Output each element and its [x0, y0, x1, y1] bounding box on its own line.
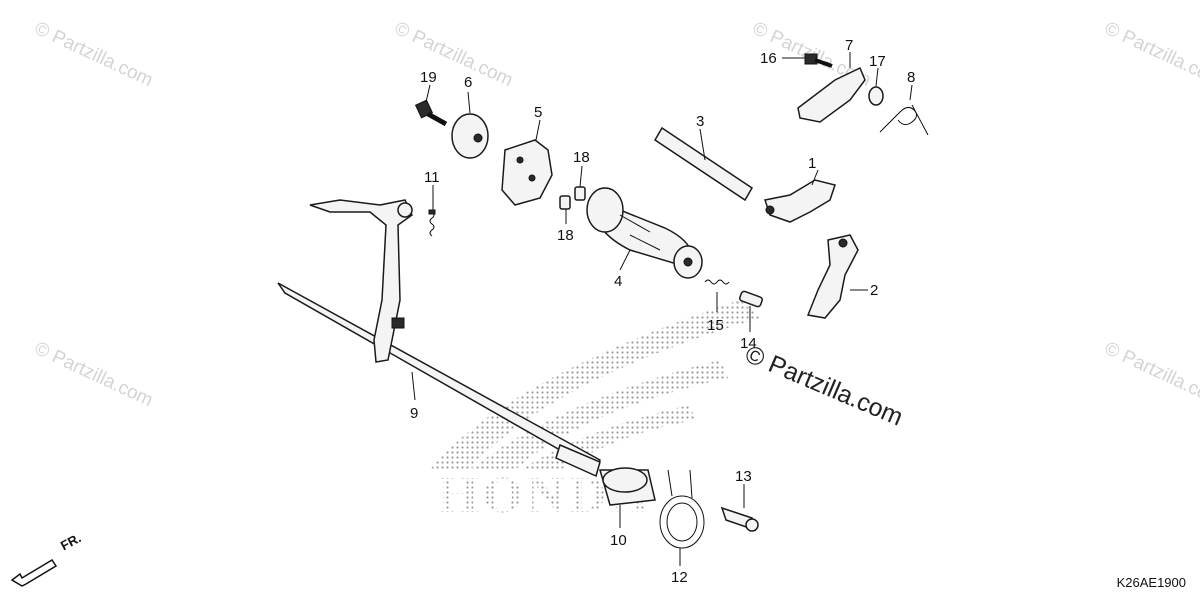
part-14-pin [739, 290, 763, 308]
callout-9: 9 [410, 405, 418, 422]
callout-7: 7 [845, 37, 853, 54]
callout-13: 13 [735, 468, 752, 485]
arrow-icon [10, 558, 58, 587]
part-18-pin [574, 186, 586, 201]
callout-3: 3 [696, 113, 704, 130]
part-10-collar [599, 467, 656, 506]
callout-4: 4 [614, 273, 622, 290]
callout-labels: 1 2 3 4 5 6 7 8 9 10 11 12 13 14 15 16 1… [410, 37, 915, 586]
callout-15: 15 [707, 317, 724, 334]
diagram-code: K26AE1900 [1116, 575, 1186, 590]
callout-17: 17 [869, 53, 886, 70]
leader-lines [411, 52, 913, 566]
callout-5: 5 [534, 104, 542, 121]
part-3-fork-shaft [653, 126, 754, 202]
part-16-bolt [804, 53, 833, 68]
callout-2: 2 [870, 282, 878, 299]
part-15-spring [704, 279, 730, 285]
part-1-shift-fork [764, 179, 836, 223]
direction-arrow [10, 558, 58, 587]
part-6-plate [451, 113, 489, 159]
callout-11: 11 [424, 169, 440, 186]
part-2-shift-fork [806, 234, 859, 319]
part-13-bolt [720, 506, 759, 532]
part-4-shift-drum [586, 187, 703, 279]
callout-12: 12 [671, 569, 688, 586]
part-5-stopper-plate [501, 139, 553, 206]
part-8-spring [879, 104, 929, 136]
callout-18: 18 [573, 149, 590, 166]
wing-shape [430, 300, 760, 470]
callout-19: 19 [420, 69, 437, 86]
callout-16: 16 [760, 50, 777, 67]
callout-18: 18 [557, 227, 574, 244]
callout-1: 1 [808, 155, 816, 172]
part-7-stopper-arm [797, 66, 866, 123]
part-19-bolt [414, 99, 448, 127]
callout-14: 14 [740, 335, 757, 352]
part-11-spring [428, 209, 436, 237]
part-17-washer [868, 86, 884, 106]
callout-6: 6 [464, 74, 472, 91]
callout-10: 10 [610, 532, 627, 549]
part-18-pin [559, 195, 571, 210]
part-12-return-spring [659, 469, 705, 549]
callout-8: 8 [907, 69, 915, 86]
part-9-gearshift-spindle [277, 199, 601, 478]
